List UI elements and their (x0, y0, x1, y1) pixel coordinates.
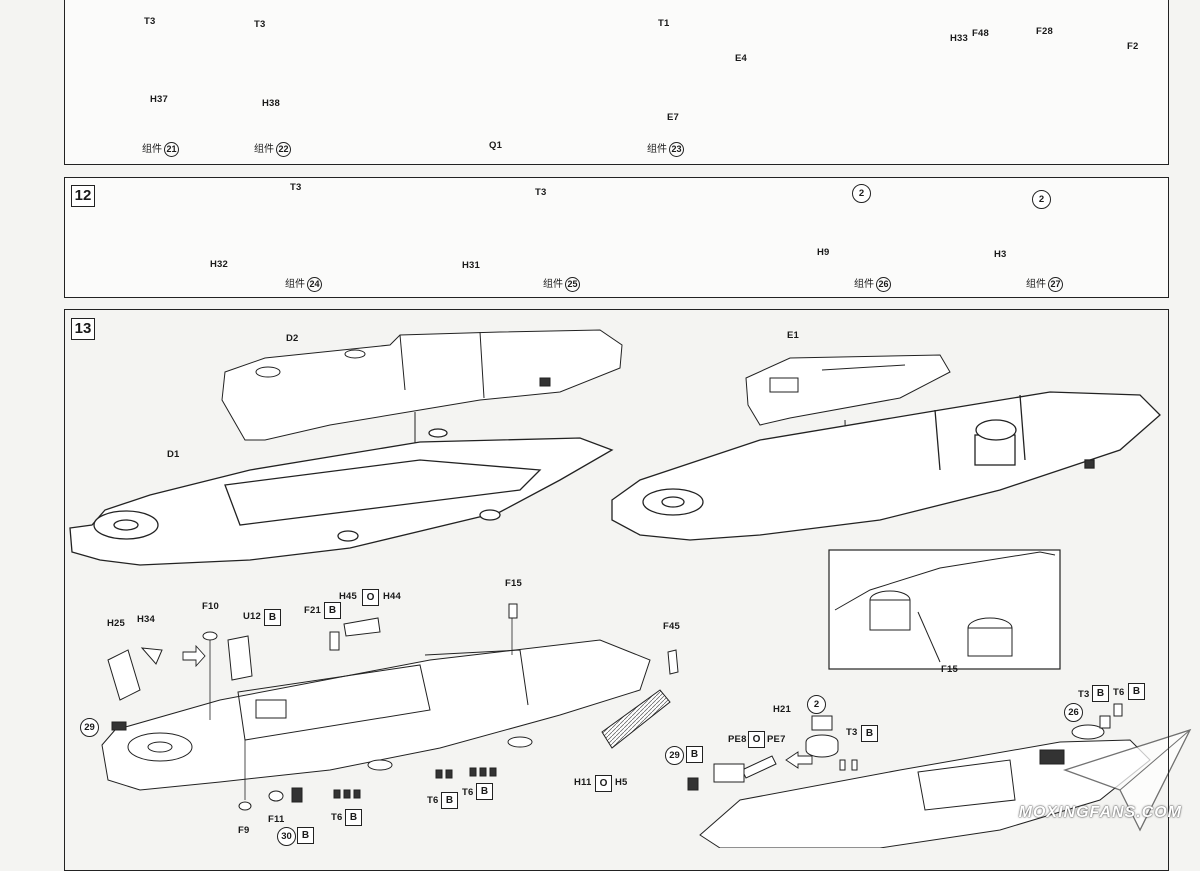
box-b-29-right: B (686, 746, 703, 763)
caption-text: 组件 (254, 144, 274, 155)
deck-e1-assembled-drawing (611, 391, 1161, 541)
inset-detail-frame (828, 549, 1061, 670)
circled-29-left: 29 (80, 718, 99, 737)
caption-number: 23 (669, 142, 684, 157)
label-h5: H5 (615, 777, 628, 788)
watermark-plane-icon (1062, 728, 1192, 832)
caption-text: 组件 (647, 144, 667, 155)
instruction-drawings (69, 1, 1192, 848)
label-t3-step13: T3 (846, 727, 858, 738)
box-b-t6-c: B (476, 783, 493, 800)
label-h11: H11 (574, 777, 592, 788)
caption-number: 26 (876, 277, 891, 292)
label-d1: D1 (167, 449, 180, 460)
label-f15-inset: F15 (941, 664, 958, 675)
label-q1: Q1 (489, 140, 503, 151)
box-o-h45: O (362, 589, 379, 606)
circled-30: 30 (277, 827, 296, 846)
label-t1: T1 (658, 18, 670, 29)
label-h3: H3 (994, 249, 1007, 260)
label-h32: H32 (210, 259, 229, 270)
caption-number: 27 (1048, 277, 1063, 292)
caption-text: 组件 (854, 279, 874, 290)
box-b-t6-right: B (1128, 683, 1145, 700)
caption-text: 组件 (1026, 279, 1046, 290)
circled-26: 26 (1064, 703, 1083, 722)
deck-e1-drawing (745, 354, 951, 426)
label-t3-a: T3 (144, 16, 156, 27)
caption-number: 25 (565, 277, 580, 292)
deck-d2-drawing (221, 329, 623, 441)
quantity-badge-h9: 2 (852, 184, 871, 203)
label-t6-right: T6 (1113, 687, 1125, 698)
label-h9: H9 (817, 247, 830, 258)
label-t3-step12-b: T3 (535, 187, 547, 198)
deck-d1-drawing (69, 428, 614, 566)
box-b-t6-a: B (345, 809, 362, 826)
label-f9: F9 (238, 825, 250, 836)
caption-number: 22 (276, 142, 291, 157)
label-h31: H31 (462, 260, 481, 271)
step-number-12: 12 (71, 185, 95, 207)
circled-2-h21: 2 (807, 695, 826, 714)
box-b-t6-b: B (441, 792, 458, 809)
box-b-t3: B (861, 725, 878, 742)
caption-number: 24 (307, 277, 322, 292)
label-t6-b: T6 (427, 795, 439, 806)
circled-29-right: 29 (665, 746, 684, 765)
box-b-t3-right: B (1092, 685, 1109, 702)
label-f10: F10 (202, 601, 219, 612)
watermark-text: MOXINGFANS.COM (1018, 804, 1182, 821)
label-h37: H37 (150, 94, 169, 105)
lower-hull-assembly-right (687, 703, 1151, 848)
panel-step-12 (64, 177, 1169, 298)
label-d2: D2 (286, 333, 299, 344)
label-t3-b: T3 (254, 19, 266, 30)
label-e4: E4 (735, 53, 748, 64)
box-b-f21: B (324, 602, 341, 619)
box-o-h11: O (595, 775, 612, 792)
label-u12: U12 (243, 611, 262, 622)
label-t6-c: T6 (462, 787, 474, 798)
label-h34: H34 (137, 614, 156, 625)
label-h33: H33 (950, 33, 969, 44)
caption-text: 组件 (142, 144, 162, 155)
label-h45: H45 (339, 591, 358, 602)
label-f45: F45 (663, 621, 680, 632)
caption-number: 21 (164, 142, 179, 157)
label-f48: F48 (972, 28, 989, 39)
caption-text: 组件 (285, 279, 305, 290)
label-pe7: PE7 (767, 734, 786, 745)
label-f11: F11 (268, 814, 285, 825)
label-h44: H44 (383, 591, 402, 602)
label-pe8: PE8 (728, 734, 747, 745)
label-t3-right: T3 (1078, 689, 1090, 700)
caption-text: 组件 (543, 279, 563, 290)
label-h38: H38 (262, 98, 281, 109)
label-f28: F28 (1036, 26, 1053, 37)
label-t6-a: T6 (331, 812, 343, 823)
label-e7: E7 (667, 112, 680, 123)
label-f2: F2 (1127, 41, 1139, 52)
box-b-30: B (297, 827, 314, 844)
panel-top-steps (64, 0, 1169, 165)
lower-hull-assembly-left (101, 603, 679, 811)
label-f21: F21 (304, 605, 321, 616)
label-h21: H21 (773, 704, 792, 715)
label-f15: F15 (505, 578, 522, 589)
label-e1: E1 (787, 330, 800, 341)
box-o-pe8: O (748, 731, 765, 748)
label-h25: H25 (107, 618, 126, 629)
quantity-badge-h3: 2 (1032, 190, 1051, 209)
step-number-13: 13 (71, 318, 95, 340)
label-t3-step12-a: T3 (290, 182, 302, 193)
box-b-u12: B (264, 609, 281, 626)
